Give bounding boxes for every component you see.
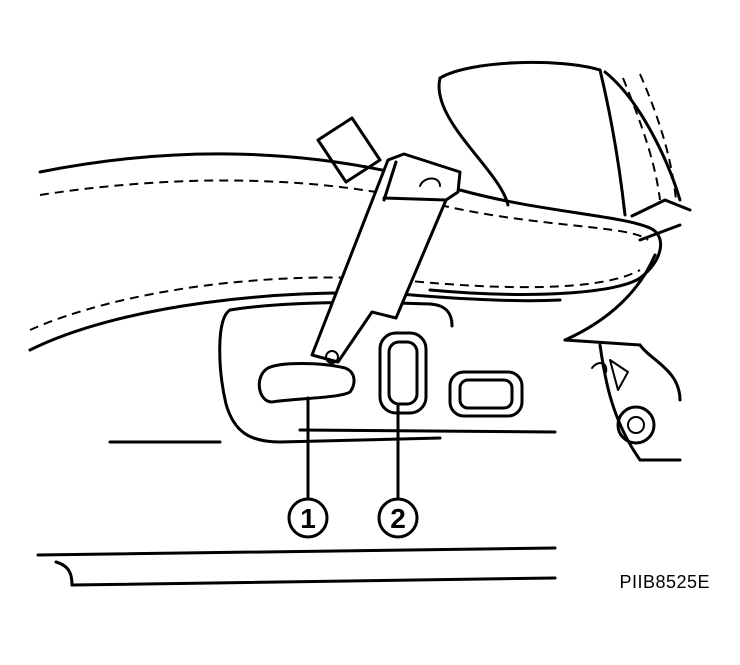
callout-2: 2 — [377, 497, 419, 539]
callout-1-number: 1 — [300, 503, 316, 534]
seat-slide-switch — [378, 331, 428, 415]
seat-recline-switch — [448, 370, 524, 418]
figure-code: PIIB8525E — [619, 572, 710, 592]
seatback — [437, 60, 682, 217]
rear-bracket — [316, 116, 382, 184]
seat-lift-lever — [257, 350, 356, 404]
callout-2-number: 2 — [390, 503, 406, 534]
callout-1: 1 — [287, 497, 329, 539]
seat-base — [36, 546, 557, 587]
lift-lever-strap — [310, 152, 462, 364]
leader-lines — [306, 396, 400, 500]
recliner-mechanism — [563, 198, 692, 462]
